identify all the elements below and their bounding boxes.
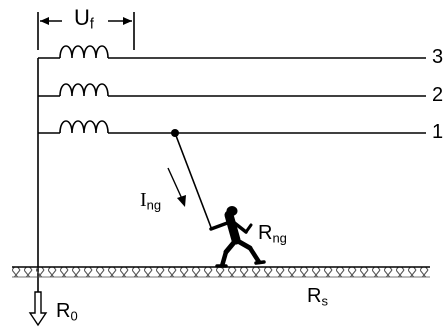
phase-1-label: 1 [432,121,444,143]
phase-1-line [38,120,426,134]
rng-label-sub: ng [272,230,287,246]
phase-2-coil-icon [59,83,109,97]
earth-arrow-icon [28,291,48,327]
rng-label: Rng [258,222,287,246]
rs-label: Rs [307,285,328,309]
r0-label: R0 [56,300,78,324]
phase-1-coil-icon [59,120,109,134]
r0-label-sub: 0 [70,308,78,324]
rs-label-sub: s [321,293,328,309]
ing-label-sub: ng [146,197,162,213]
rs-label-main: R [307,285,322,307]
phase-3-coil-icon [59,45,109,59]
uf-left-arrowhead-icon [40,17,49,25]
uf-right-arrowhead-icon [123,17,132,25]
ing-arrowhead-icon [177,195,186,207]
phase-2-line [38,83,426,97]
phase-3-line [38,45,426,59]
r0-label-main: R [56,300,71,322]
touch-wire [174,132,213,231]
uf-label: Uf [74,5,94,32]
phase-2-label: 2 [432,84,444,106]
rng-label-main: R [258,222,273,244]
person-figure-icon [209,206,266,269]
ing-label-main: I [140,189,147,211]
uf-label-sub: f [89,16,94,33]
ing-label: Ing [140,189,162,213]
ground-strip [12,266,430,278]
phase-3-label: 3 [432,46,444,68]
uf-label-main: U [74,5,90,30]
ing-arrow-shaft [167,167,184,202]
